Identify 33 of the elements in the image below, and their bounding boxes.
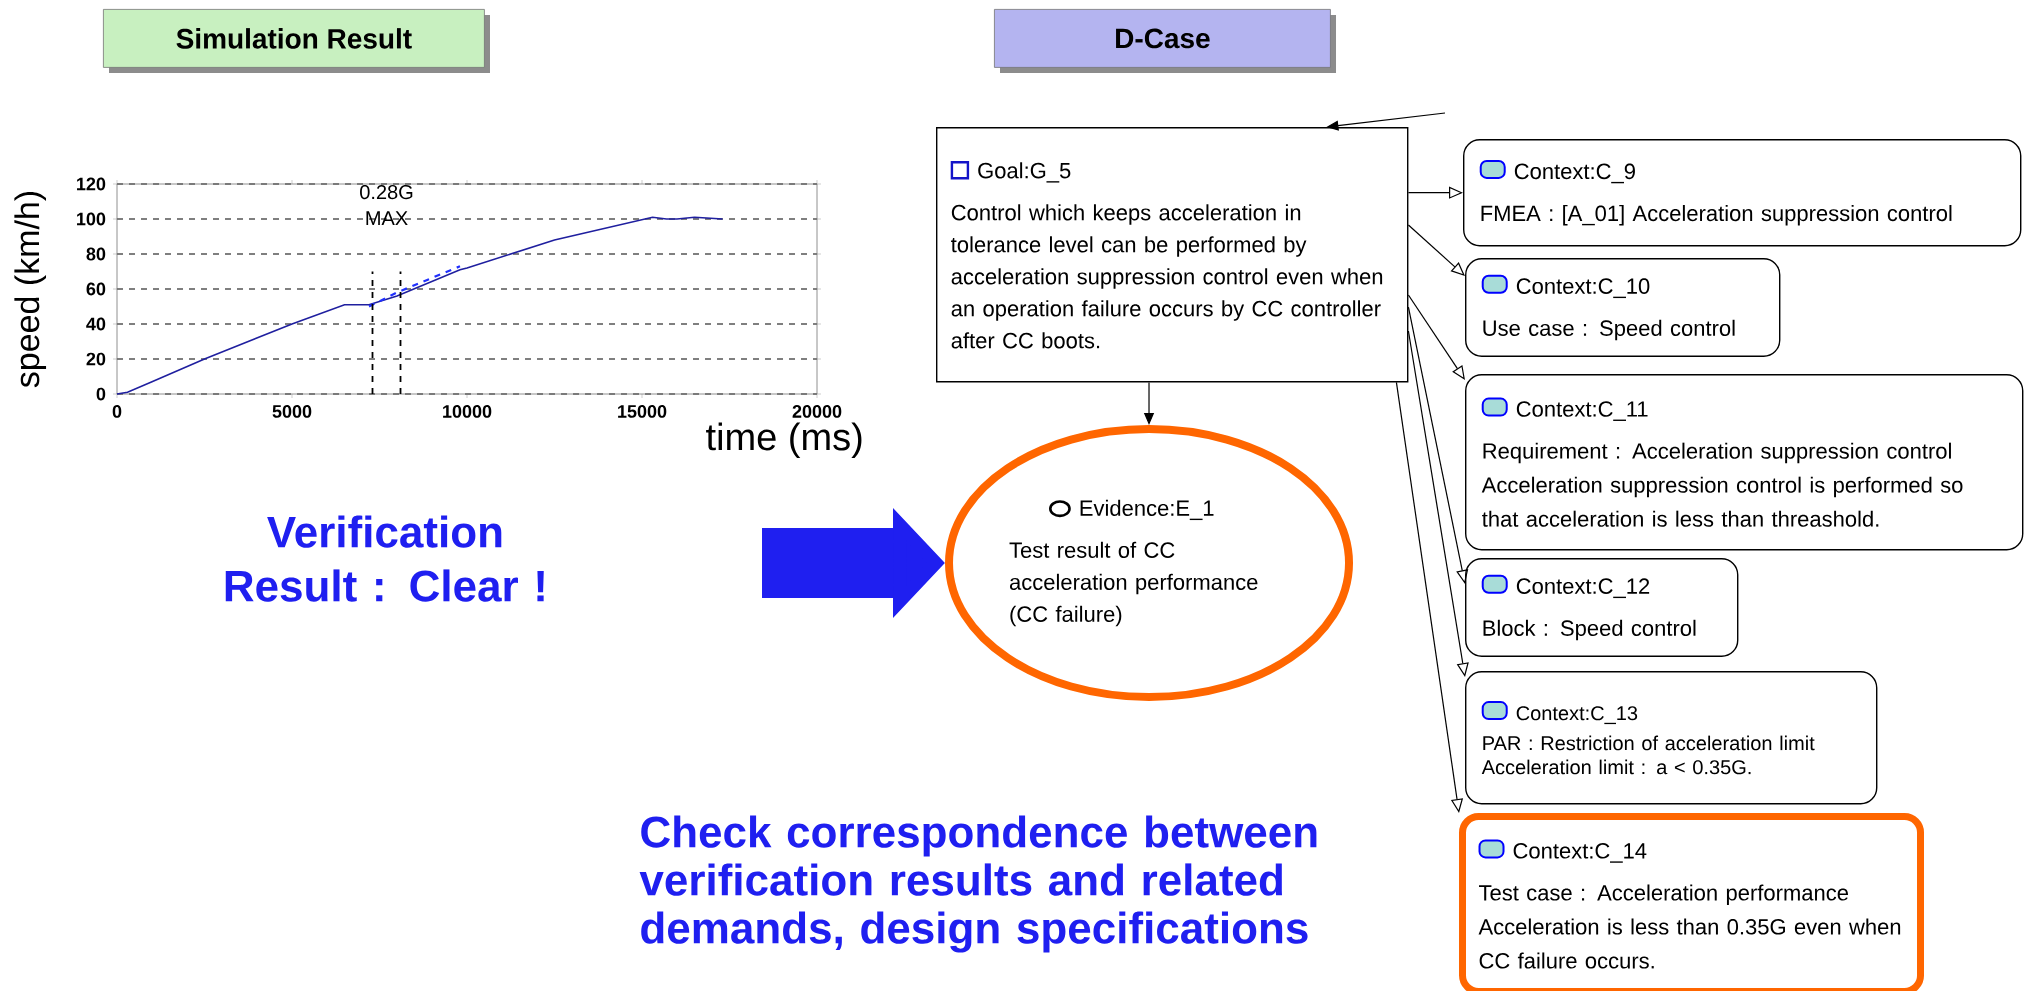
x-tick-label: 0 (112, 405, 122, 418)
arrow (1407, 186, 1463, 199)
y-tick-label: 60 (86, 282, 106, 296)
arrow (1407, 224, 1465, 276)
arrow (1395, 381, 1464, 813)
x-tick-label: 10000 (443, 405, 492, 418)
header-button: Simulation Result (103, 9, 490, 73)
y-tick-label: 120 (77, 177, 106, 191)
context-box: Context:C_13 PAR : Restriction of acceleration limit Acceleration limit : a < 0.35G. (1465, 671, 1878, 805)
line-chart: 0 5000 10000 15000 20000 0 20 40 60 80 100 120 0.28G MAX time (ms) speed (km/h) (14, 177, 862, 458)
context-box: Context:C_12 Block : Speed control (1465, 558, 1739, 657)
x-tick-label: 5000 (272, 405, 312, 418)
context-box: Context:C_10 Use case : Speed control (1465, 258, 1781, 357)
note-text: Check correspondence between verification results and related demands, design specifications (639, 815, 1317, 953)
y-tick-label: 20 (86, 352, 106, 366)
context-box: Context:C_9 FMEA : [A_01] Acceleration suppression control (1463, 139, 2022, 247)
y-tick-label: 0 (96, 387, 106, 401)
goal-box: Goal:G_5 Control which keeps acceleration in tolerance level can be performed by acceleration suppression control even when an operation failure occurs by CC controller after CC boots. (936, 127, 1409, 383)
x-tick-label: 15000 (618, 405, 667, 418)
header-button: D-Case (994, 9, 1336, 73)
y-tick-label: 40 (86, 317, 106, 331)
arrow (1407, 294, 1465, 380)
context-box: Context:C_14 Test case : Acceleration performance Acceleration is less than 0.35G even when CC failure occurs. (1459, 813, 1924, 991)
y-tick-label: 100 (77, 212, 106, 226)
context-box: Context:C_11 Requirement : Acceleration suppression control Acceleration suppression control is performed so that acceleration is less than threashold. (1465, 374, 2024, 551)
x-tick-label: 20000 (792, 405, 842, 418)
y-tick-label: 80 (86, 247, 106, 261)
arrow (1407, 330, 1469, 677)
y-axis-title: speed (km/h) (14, 191, 47, 388)
result-text: Verification Result : Clear ! (225, 515, 544, 602)
x-axis-title: time (ms) (706, 422, 862, 458)
arrow (1407, 306, 1469, 584)
annotation: 0.28G MAX (360, 185, 413, 225)
